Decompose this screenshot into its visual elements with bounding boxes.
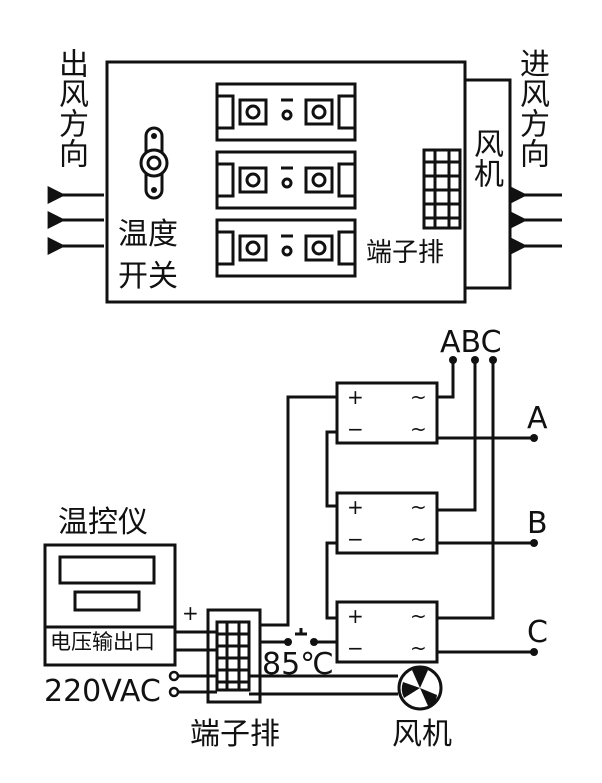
ssr-1: [335, 381, 439, 445]
thermo-switch-label-line2: 开关: [118, 259, 178, 294]
fan-label-top: 风机: [468, 128, 503, 188]
inlet-arrows: [509, 186, 562, 255]
terminal-block-top: [422, 148, 462, 230]
relay-module-2: [215, 150, 357, 210]
ssr-3: [335, 600, 439, 664]
input-phase-label: ABC: [440, 325, 502, 360]
ssr2-tilde-bottom: ~: [410, 527, 427, 551]
ssr-2: [335, 491, 439, 555]
inlet-direction-label: 进风方向: [514, 48, 549, 168]
relay-module-3: [215, 218, 357, 278]
thermo-switch-label-line1: 温度: [118, 217, 178, 252]
outlet-direction-label: 出风方向: [53, 48, 88, 168]
relay-module-1: [215, 82, 357, 142]
junction-dots: [284, 356, 538, 656]
ssr3-minus: −: [347, 636, 364, 660]
ssr2-tilde-top: ~: [410, 495, 427, 519]
power-terminals: [168, 670, 180, 698]
outlet-arrows: [47, 186, 104, 255]
ssr2-minus: −: [347, 527, 364, 551]
ssr1-minus: −: [347, 417, 364, 441]
ssr1-tilde-bottom: ~: [410, 417, 427, 441]
power-label: 220VAC: [44, 674, 161, 709]
enclosure-box: [105, 60, 467, 304]
output-c-label: C: [527, 615, 548, 650]
thermo-switch-icon: [139, 126, 169, 200]
output-a-label: A: [527, 401, 548, 436]
ssr3-tilde-top: ~: [410, 604, 427, 628]
ssr3-tilde-bottom: ~: [410, 636, 427, 660]
terminal-block-label-top: 端子排: [366, 238, 445, 268]
voltage-output-label: 电压输出口: [50, 630, 155, 654]
terminal-block-label-bottom: 端子排: [190, 717, 280, 752]
ssr1-tilde-top: ~: [410, 385, 427, 409]
fan-icon: [397, 665, 443, 711]
temperature-controller: [43, 543, 177, 667]
ssr1-plus: +: [347, 385, 364, 409]
fan-label-bottom: 风机: [392, 717, 452, 752]
controller-title: 温控仪: [58, 505, 148, 540]
cabinet-top-view: [105, 60, 512, 304]
temp-switch-label: 85℃: [262, 647, 334, 682]
ssr3-plus: +: [347, 604, 364, 628]
terminal-block-bottom: [206, 608, 262, 704]
ssr2-plus: +: [347, 495, 364, 519]
wires: [175, 360, 534, 696]
output-b-label: B: [527, 506, 548, 541]
controller-plus-sign: +: [182, 601, 199, 625]
fan-housing: [465, 78, 512, 290]
